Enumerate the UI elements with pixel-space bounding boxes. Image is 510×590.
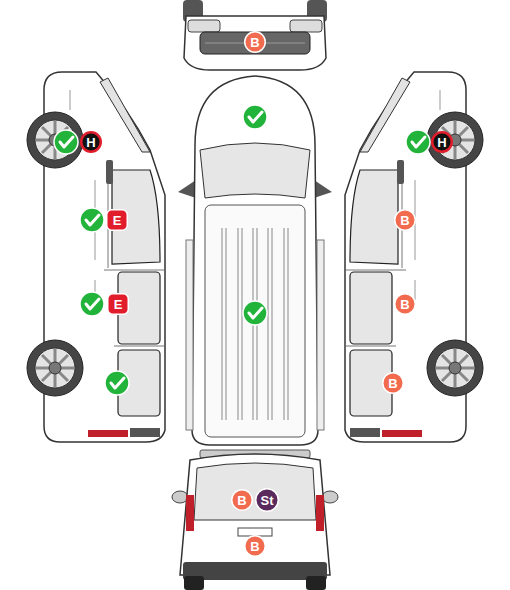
left-side-view (27, 72, 165, 442)
headlight (290, 20, 322, 32)
check-marks (54, 105, 430, 395)
badge-circle (245, 536, 266, 557)
badge: B (382, 372, 404, 394)
check-mark (243, 105, 267, 129)
badge: H (431, 131, 453, 153)
badge-letter: B (382, 372, 404, 394)
tyre (184, 576, 204, 590)
badge: E (107, 293, 129, 315)
tail-light (316, 495, 324, 531)
grille (200, 32, 310, 54)
badge-letter: E (106, 209, 128, 231)
badge-letter: B (394, 293, 416, 315)
tyre (306, 576, 326, 590)
badge-letter: H (80, 131, 102, 153)
rear-bumper (183, 562, 327, 580)
van-body (192, 76, 318, 445)
badge-circle (395, 210, 416, 231)
mirror (314, 180, 332, 198)
badge-circle (245, 32, 266, 53)
badge: B (394, 209, 416, 231)
badge: B (394, 293, 416, 315)
check-mark (54, 130, 78, 154)
badge-circle (256, 489, 279, 512)
mirror (178, 180, 196, 198)
headlight (188, 20, 220, 32)
badge-square (107, 210, 128, 231)
badge-letter: St (255, 488, 279, 512)
badge: B (231, 489, 253, 511)
badge-circle (383, 373, 404, 394)
badge-letter: B (244, 535, 266, 557)
badge: St (255, 488, 279, 512)
windscreen (200, 143, 310, 198)
check-mark (243, 301, 267, 325)
number-plate (238, 528, 272, 536)
check-mark (406, 130, 430, 154)
roof (205, 205, 305, 437)
right-side-view (345, 72, 483, 442)
side-panel (186, 240, 193, 430)
badge-letter: B (244, 31, 266, 53)
check-mark (80, 208, 104, 232)
check-mark (80, 292, 104, 316)
badge-circle (395, 294, 416, 315)
check-mark (105, 371, 129, 395)
badge-letter: B (231, 489, 253, 511)
front-view (183, 0, 327, 70)
tail-light (186, 495, 194, 531)
badge-letter: E (107, 293, 129, 315)
badge-square (108, 294, 129, 315)
badge-circle (232, 490, 253, 511)
front-bumper (184, 16, 326, 70)
badge: B (244, 31, 266, 53)
side-panel (317, 240, 324, 430)
badge-letter: B (394, 209, 416, 231)
mirror (172, 491, 188, 503)
top-view (178, 76, 332, 445)
mirror (322, 491, 338, 503)
badge-letter: H (431, 131, 453, 153)
rear-view (172, 450, 338, 590)
roof-rib (222, 228, 288, 420)
rear-window (194, 463, 316, 520)
rear-body (180, 454, 330, 575)
badge: E (106, 209, 128, 231)
badge: H (80, 131, 102, 153)
badge: B (244, 535, 266, 557)
